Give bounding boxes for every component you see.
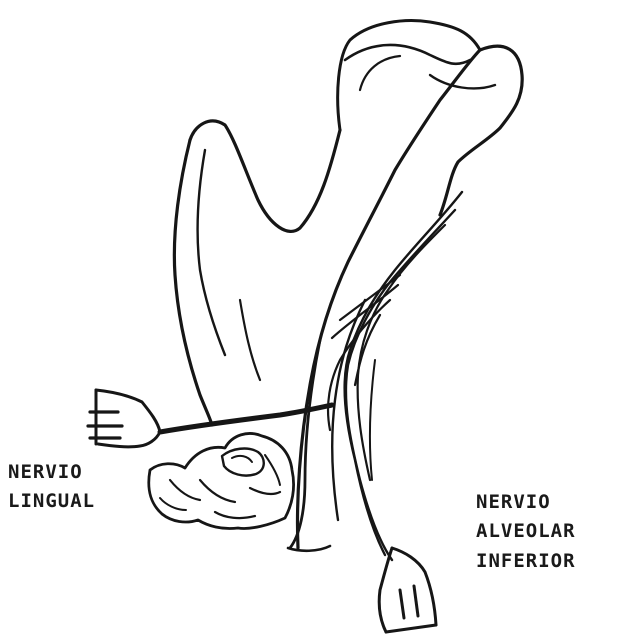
label-alveolar-line2: ALVEOLAR — [476, 517, 576, 546]
label-alveolar-line1: NERVIO — [476, 488, 576, 517]
tissue-mass — [149, 433, 294, 528]
inferior-alveolar-nerve — [328, 192, 462, 560]
label-alveolar-line3: INFERIOR — [476, 547, 576, 576]
label-inferior-alveolar-nerve: NERVIO ALVEOLAR INFERIOR — [476, 488, 576, 576]
label-lingual-line1: NERVIO — [8, 458, 95, 487]
label-lingual-line2: LINGUAL — [8, 487, 95, 516]
retractor-right — [379, 548, 436, 632]
mandible-outline — [174, 21, 522, 551]
label-lingual-nerve: NERVIO LINGUAL — [8, 458, 95, 517]
